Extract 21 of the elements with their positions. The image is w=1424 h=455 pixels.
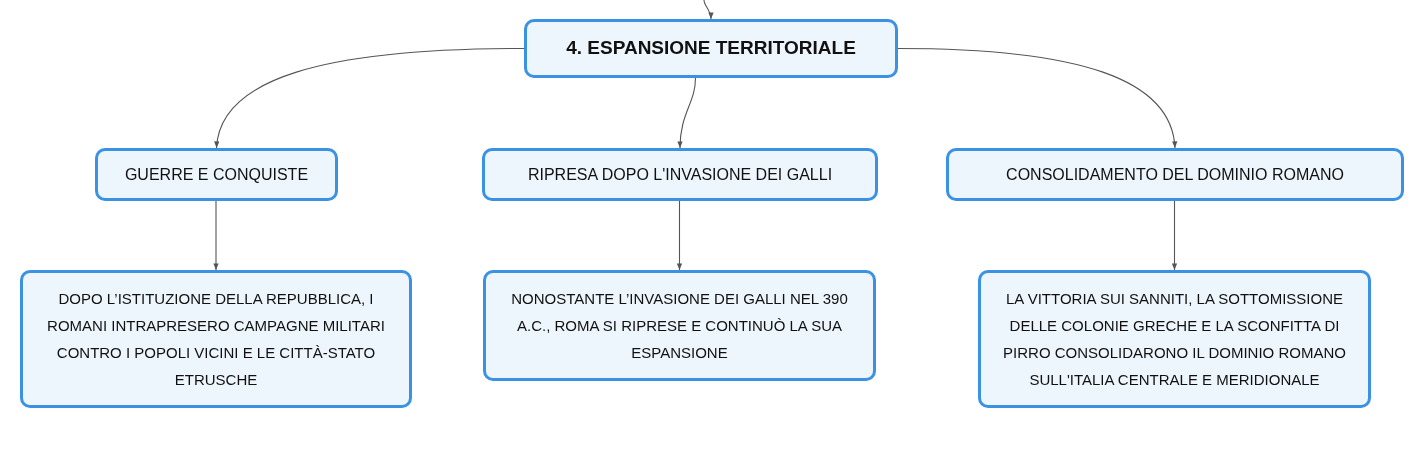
subtopic-box	[482, 148, 878, 201]
central-topic-label: 4. ESPANSIONE TERRITORIALE	[566, 36, 856, 61]
connector-arrow	[213, 200, 219, 271]
detail-text: LA VITTORIA SUI SANNITI, LA SOTTOMISSIONE DELLE COLONIE GRECHE E LA SCONFITTA DI PIRRO CONSOLIDARONO IL DOMINIO ROMANO SULL'ITALIA CENTRALE E MERIDIONALE	[1002, 289, 1347, 390]
detail-box	[483, 270, 876, 381]
subtopic-label: CONSOLIDAMENTO DEL DOMINIO ROMANO	[1006, 164, 1344, 185]
detail-box	[20, 270, 412, 408]
connector-arrow	[703, 0, 714, 20]
connector-arrow	[897, 47, 1177, 149]
central-topic-box	[524, 19, 898, 78]
subtopic-box	[95, 148, 338, 201]
subtopic-box	[946, 148, 1404, 201]
subtopic-label: RIPRESA DOPO L'INVASIONE DEI GALLI	[527, 164, 833, 185]
detail-box	[978, 270, 1371, 408]
connector-arrow	[1171, 200, 1178, 271]
connector-arrow	[215, 47, 525, 149]
detail-text: DOPO L’ISTITUZIONE DELLA REPUBBLICA, I ROMANI INTRAPRESERO CAMPAGNE MILITARI CONTRO I POPOLI VICINI E LE CITTÀ-STATO ETRUSCHE	[46, 289, 386, 390]
connector-arrow	[676, 200, 683, 271]
connector-arrow	[677, 77, 697, 149]
detail-text: NONOSTANTE L’INVASIONE DEI GALLI NEL 390 A.C., ROMA SI RIPRESE E CONTINUÒ LA SUA ESPANSIONE	[510, 289, 849, 363]
subtopic-label: GUERRE E CONQUISTE	[124, 164, 309, 185]
